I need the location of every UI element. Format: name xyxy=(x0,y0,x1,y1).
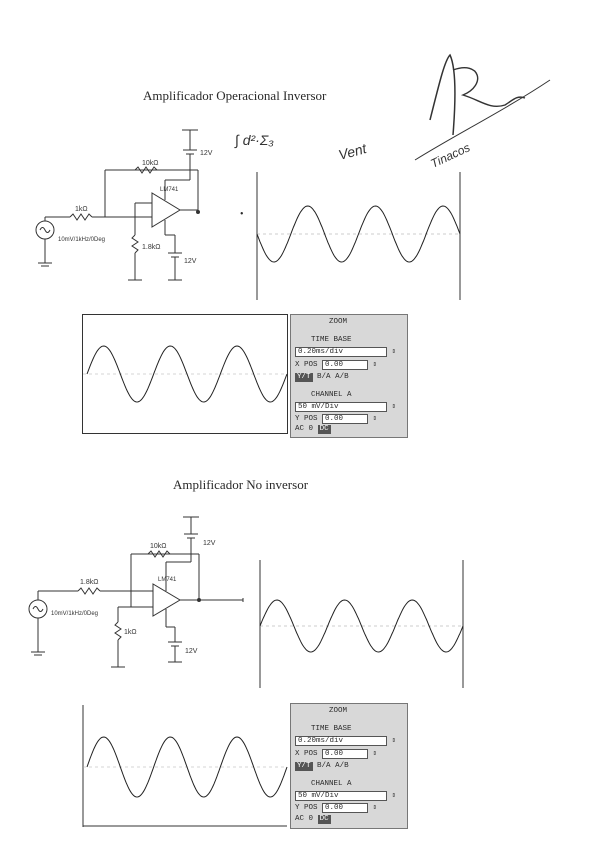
zoom-1-xpos-label: X POS xyxy=(295,361,318,369)
c2-input-resistor-label: 1.8kΩ xyxy=(80,579,98,586)
zoom-2-mode-ab[interactable]: A/B xyxy=(335,762,349,770)
c2-vplus-label: 12V xyxy=(203,540,216,547)
scope-1-dot: • xyxy=(240,209,244,220)
zoom-1-channel-label: CHANNEL A xyxy=(311,391,352,399)
zoom-1-ypos-label: Y POS xyxy=(295,415,318,423)
zoom-1-time-base-stepper[interactable]: ⇕ xyxy=(387,348,397,356)
zoom-1-mode-yt[interactable]: Y/T xyxy=(295,373,313,382)
handwritten-note-vent: Vent xyxy=(337,140,370,163)
zoom-2-time-base-stepper[interactable]: ⇕ xyxy=(387,737,397,745)
c2-ground-resistor-label: 1kΩ xyxy=(124,629,137,636)
zoom-1-mode-ba[interactable]: B/A xyxy=(317,373,331,381)
c2-source-label: 10mV/1kHz/0Deg xyxy=(51,611,98,617)
scope-display-2 xyxy=(259,560,464,688)
zoom-1-time-base-label: TIME BASE xyxy=(311,336,352,344)
c1-source-label: 10mV/1kHz/0Deg xyxy=(58,237,105,243)
zoom-1-mode-ab[interactable]: A/B xyxy=(335,373,349,381)
zoom-2-xpos-field[interactable]: 0.00 xyxy=(322,749,369,759)
c2-vminus-label: 12V xyxy=(185,648,198,655)
c1-vplus-label: 12V xyxy=(200,150,213,157)
zoom-control-panel-2: ZOOM TIME BASE 0.20ms/div ⇕ X POS 0.00 ⇕… xyxy=(290,703,408,829)
zoom-1-ypos-stepper[interactable]: ⇕ xyxy=(368,415,378,423)
handwritten-formula: ∫ d²·Σ₃ xyxy=(234,132,274,149)
zoom-2-volts-stepper[interactable]: ⇕ xyxy=(387,792,397,800)
zoom-2-coupling-0[interactable]: 0 xyxy=(308,815,314,823)
zoom-2-channel-label: CHANNEL A xyxy=(311,780,352,788)
section-1-title: Amplificador Operacional Inversor xyxy=(143,88,327,103)
c1-input-resistor-label: 1kΩ xyxy=(75,206,88,213)
scope-display-1 xyxy=(256,172,461,300)
section-2-title: Amplificador No inversor xyxy=(173,477,309,492)
zoom-1-waveform xyxy=(86,345,288,403)
c2-feedback-resistor-label: 10kΩ xyxy=(150,543,167,550)
zoom-2-ypos-label: Y POS xyxy=(295,804,318,812)
zoom-scope-display-2 xyxy=(82,705,288,827)
c1-vminus-label: 12V xyxy=(184,258,197,265)
zoom-1-coupling-dc[interactable]: DC xyxy=(317,425,331,434)
zoom-2-mode-yt[interactable]: Y/T xyxy=(295,762,313,771)
zoom-1-time-base-field[interactable]: 0.20ms/div xyxy=(295,347,387,357)
handwritten-note-tinacos: Tinacos xyxy=(428,140,472,170)
scope-2-waveform xyxy=(259,599,464,653)
zoom-2-xpos-label: X POS xyxy=(295,750,318,758)
non-inverting-amp-circuit: 10kΩ 1.8kΩ 10mV/1kHz/0Deg LM741 12V 12V … xyxy=(28,516,244,668)
zoom-1-coupling-0[interactable]: 0 xyxy=(308,425,314,433)
zoom-2-header: ZOOM xyxy=(329,707,348,715)
zoom-2-time-base-label: TIME BASE xyxy=(311,725,352,733)
zoom-1-volts-stepper[interactable]: ⇕ xyxy=(387,403,397,411)
zoom-2-ypos-stepper[interactable]: ⇕ xyxy=(368,804,378,812)
zoom-2-xpos-stepper[interactable]: ⇕ xyxy=(368,750,378,758)
handwritten-signature: ∫ d²·Σ₃ Vent Tinacos xyxy=(234,53,551,170)
zoom-2-coupling-ac[interactable]: AC xyxy=(295,815,305,823)
c1-ground-resistor-label: 1.8kΩ xyxy=(142,244,160,251)
zoom-control-panel-1: ZOOM TIME BASE 0.20ms/div ⇕ X POS 0.00 ⇕… xyxy=(290,314,408,438)
zoom-2-mode-ba[interactable]: B/A xyxy=(317,762,331,770)
zoom-2-time-base-field[interactable]: 0.20ms/div xyxy=(295,736,387,746)
c1-opamp-label: LM741 xyxy=(160,187,179,193)
zoom-2-coupling-dc[interactable]: DC xyxy=(317,815,331,824)
zoom-2-waveform xyxy=(86,736,288,798)
zoom-scope-display-1 xyxy=(82,314,288,434)
inverting-amp-circuit: 10kΩ 1kΩ 10mV/1kHz/0Deg LM741 12V 12V 1.… xyxy=(35,129,213,281)
zoom-1-coupling-ac[interactable]: AC xyxy=(295,425,305,433)
zoom-1-ypos-field[interactable]: 0.00 xyxy=(322,414,369,424)
zoom-1-xpos-field[interactable]: 0.00 xyxy=(322,360,369,370)
zoom-1-volts-div-field[interactable]: 50 mV/Div xyxy=(295,402,387,412)
c2-opamp-label: LM741 xyxy=(158,577,177,583)
scope-1-waveform xyxy=(256,205,461,263)
zoom-2-volts-div-field[interactable]: 50 mV/Div xyxy=(295,791,387,801)
zoom-1-header: ZOOM xyxy=(329,318,348,326)
zoom-2-ypos-field[interactable]: 0.00 xyxy=(322,803,369,813)
c1-feedback-resistor-label: 10kΩ xyxy=(142,160,159,167)
zoom-1-xpos-stepper[interactable]: ⇕ xyxy=(368,361,378,369)
